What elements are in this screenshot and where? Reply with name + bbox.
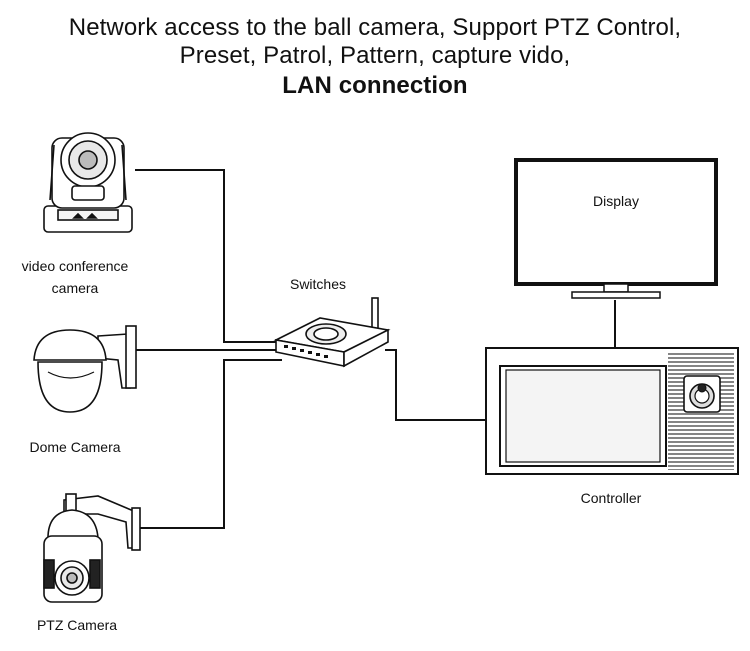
- video-conference-camera-label-1: video conference: [21, 258, 129, 274]
- connection-lines: [135, 169, 616, 529]
- title-line-3: LAN connection: [282, 72, 468, 99]
- display-icon: [514, 158, 718, 299]
- video-conference-camera-label-2: camera: [51, 280, 99, 296]
- ptz-camera-icon: [43, 493, 141, 603]
- link-conference-camera-switch: [135, 169, 282, 343]
- display-label: Display: [593, 193, 639, 209]
- dome-camera-label: Dome Camera: [29, 439, 121, 455]
- video-conference-camera-icon: [43, 132, 133, 233]
- controller-label: Controller: [580, 490, 642, 506]
- link-ptz-camera-switch: [135, 359, 282, 529]
- switch-icon: [273, 297, 391, 368]
- link-switch-controller: [385, 349, 488, 421]
- title-line-1: Network access to the ball camera, Suppo…: [68, 14, 682, 41]
- ptz-camera-label: PTZ Camera: [36, 617, 118, 633]
- dome-camera-icon: [33, 325, 137, 413]
- switch-label: Switches: [289, 276, 347, 292]
- controller-icon: [485, 347, 739, 475]
- title-line-2: Preset, Patrol, Pattern, capture vido,: [179, 42, 571, 69]
